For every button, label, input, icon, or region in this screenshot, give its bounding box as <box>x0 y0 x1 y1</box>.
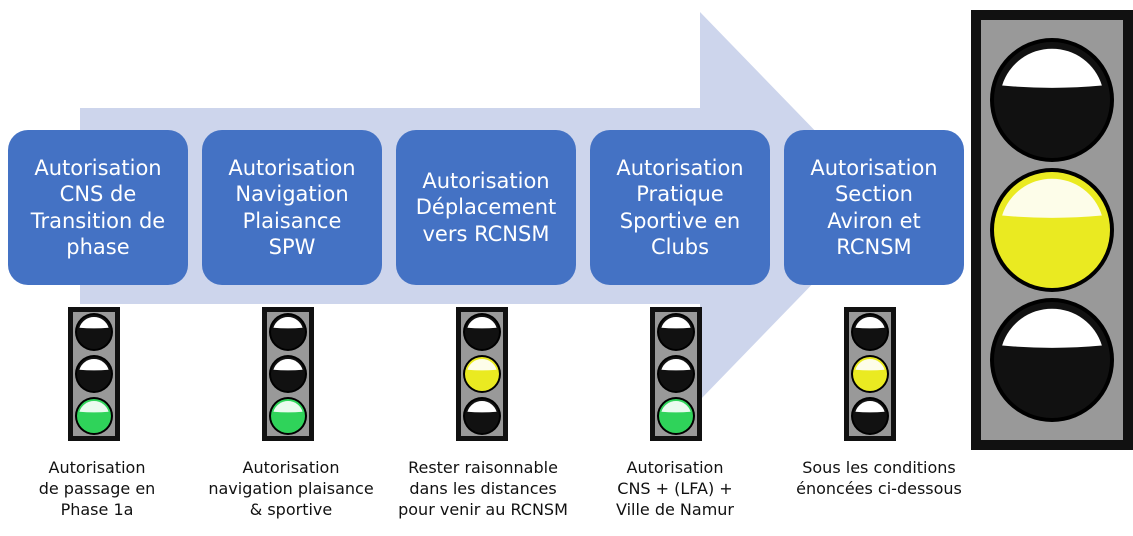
stage-card-deplacement: Autorisation Déplacement vers RCNSM <box>396 130 576 285</box>
traffic-light-icon <box>456 307 508 441</box>
stage-caption: Autorisation navigation plaisance & spor… <box>208 458 374 519</box>
lamp-highlight <box>661 358 691 371</box>
lamp-highlight <box>1002 178 1102 218</box>
lamp-highlight <box>273 358 303 371</box>
lamp-highlight <box>467 316 497 329</box>
lamp-highlight <box>467 358 497 371</box>
lamp-highlight <box>661 316 691 329</box>
lamp-highlight <box>661 400 691 413</box>
lamp-highlight <box>1002 308 1102 348</box>
lamp-highlight <box>467 400 497 413</box>
traffic-light-icon <box>68 307 120 441</box>
stage-caption: Autorisation CNS + (LFA) + Ville de Namu… <box>615 458 735 519</box>
lamp-highlight <box>273 400 303 413</box>
stage-card-title: Autorisation Navigation Plaisance SPW <box>228 156 356 259</box>
stage-caption: Rester raisonnable dans les distances po… <box>398 458 568 519</box>
traffic-light-icon <box>650 307 702 441</box>
lamp-highlight <box>79 400 109 413</box>
overall-traffic-light-icon <box>971 10 1133 450</box>
stage-card-title: Autorisation Déplacement vers RCNSM <box>415 169 557 246</box>
stage-card-cns-transition: Autorisation CNS de Transition de phase <box>8 130 188 285</box>
lamp-highlight <box>855 400 885 413</box>
stage-card-section-aviron: Autorisation Section Aviron et RCNSM <box>784 130 964 285</box>
lamp-highlight <box>1002 48 1102 88</box>
traffic-light-icon <box>262 307 314 441</box>
stage-card-title: Autorisation CNS de Transition de phase <box>30 156 166 259</box>
lamp-highlight <box>79 358 109 371</box>
lamp-highlight <box>855 316 885 329</box>
lamp-highlight <box>273 316 303 329</box>
stage-card-navigation-plaisance: Autorisation Navigation Plaisance SPW <box>202 130 382 285</box>
lamp-highlight <box>855 358 885 371</box>
traffic-light-icon <box>844 307 896 441</box>
stage-card-title: Autorisation Section Aviron et RCNSM <box>810 156 938 259</box>
stage-card-title: Autorisation Pratique Sportive en Clubs <box>616 156 744 259</box>
stage-caption: Autorisation de passage en Phase 1a <box>38 458 156 519</box>
lamp-highlight <box>79 316 109 329</box>
stage-card-pratique-sportive: Autorisation Pratique Sportive en Clubs <box>590 130 770 285</box>
stage-caption: Sous les conditions énoncées ci-dessous <box>796 458 962 498</box>
